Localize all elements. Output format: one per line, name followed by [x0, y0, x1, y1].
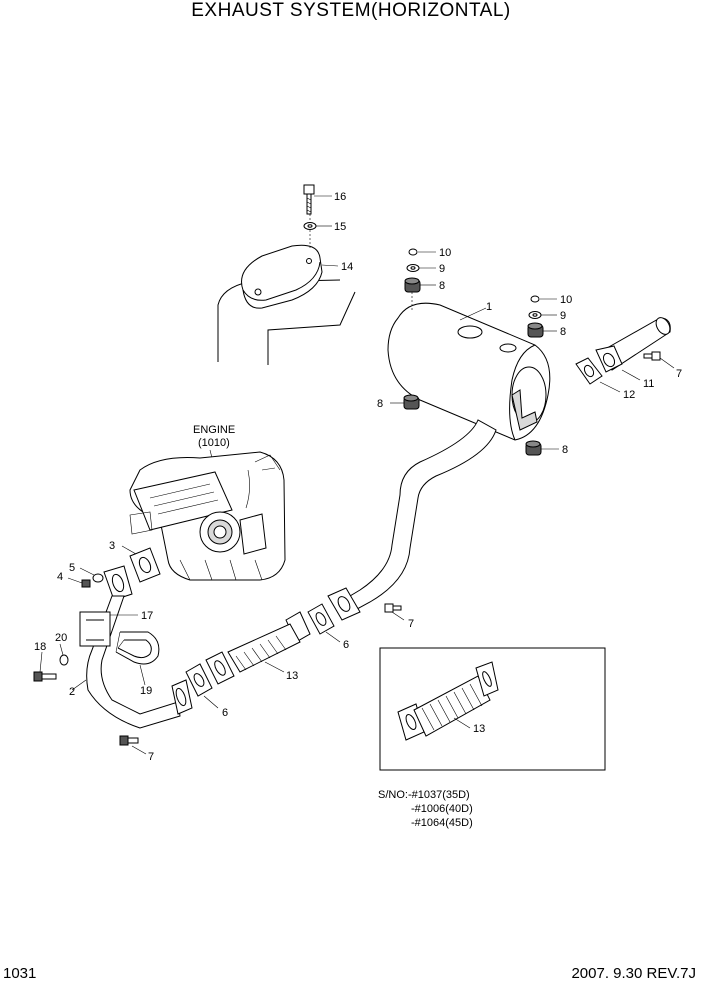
part-1-muffler[interactable]: [387, 302, 551, 441]
part-15-washer[interactable]: [303, 222, 317, 230]
part-13-flexpipe-alt[interactable]: [397, 661, 499, 741]
engine-ref: (1010): [198, 437, 230, 449]
part-16-bolt[interactable]: [303, 184, 315, 215]
callout-8-right: 8: [560, 326, 566, 338]
callout-18: 18: [34, 641, 46, 653]
part-13-flexpipe[interactable]: [205, 611, 311, 685]
page-number: 1031: [3, 965, 37, 982]
callout-2: 2: [69, 686, 75, 698]
part-11-tailpipe[interactable]: [595, 315, 673, 373]
callout-14: 14: [341, 261, 353, 273]
callout-13-alt: 13: [473, 723, 485, 735]
part-8-mount-bottom[interactable]: [525, 440, 542, 456]
exhaust-pipe-main[interactable]: [339, 419, 497, 615]
callout-11: 11: [643, 378, 654, 390]
callout-9-top: 9: [439, 263, 445, 275]
callout-6-upper: 6: [343, 639, 349, 651]
flange-pipe-lower[interactable]: [327, 587, 361, 621]
part-7-bolt-tailpipe[interactable]: [643, 351, 661, 361]
callout-7-tailpipe: 7: [676, 368, 682, 380]
callout-1: 1: [486, 301, 492, 313]
part-3-gasket[interactable]: [129, 547, 161, 583]
part-10-nut-right[interactable]: [530, 295, 540, 303]
callout-20: 20: [55, 632, 67, 644]
callout-5: 5: [69, 562, 75, 574]
callout-15: 15: [334, 221, 346, 233]
inset-box: [379, 647, 606, 771]
part-9-washer-right[interactable]: [528, 311, 542, 319]
callout-7-lower: 7: [408, 618, 414, 630]
part-19-ubolt[interactable]: [115, 631, 160, 665]
callout-8-bottom: 8: [562, 444, 568, 456]
part-5-washer[interactable]: [92, 573, 104, 583]
callout-8-top: 8: [439, 280, 445, 292]
part-7-bolt-lower[interactable]: [384, 603, 402, 613]
page-title: EXHAUST SYSTEM(HORIZONTAL): [191, 0, 511, 21]
engine-assembly: [129, 451, 286, 581]
callout-8-left: 8: [377, 398, 383, 410]
part-8-mount-right[interactable]: [527, 322, 544, 338]
callout-10-right: 10: [560, 294, 572, 306]
callout-13-main: 13: [286, 670, 298, 682]
part-8-mount-top[interactable]: [404, 277, 421, 293]
serial-note-1: S/NO:-#1037(35D): [378, 789, 470, 801]
part-8-mount-left[interactable]: [403, 394, 420, 410]
callout-9-right: 9: [560, 310, 566, 322]
part-18-bolt[interactable]: [33, 671, 57, 682]
serial-note-3: -#1064(45D): [411, 817, 473, 829]
callout-10-top: 10: [439, 247, 451, 259]
part-7-bolt-bottom[interactable]: [119, 735, 139, 746]
part-20-washer[interactable]: [59, 654, 69, 666]
callout-17: 17: [141, 610, 153, 622]
callout-12: 12: [623, 389, 635, 401]
part-12-gasket[interactable]: [575, 357, 603, 385]
part-4-nut[interactable]: [81, 579, 91, 588]
revision-date: 2007. 9.30 REV.7J: [571, 965, 696, 982]
callout-16: 16: [334, 191, 346, 203]
callout-19: 19: [140, 685, 152, 697]
part-14-cover[interactable]: [241, 244, 323, 309]
part-9-washer-top[interactable]: [406, 264, 420, 272]
part-10-nut-top[interactable]: [408, 248, 418, 256]
part-6-gasket-upper[interactable]: [307, 603, 335, 635]
callout-7-bottom: 7: [148, 751, 154, 763]
serial-note-2: -#1006(40D): [411, 803, 473, 815]
part-17-bracket[interactable]: [79, 611, 111, 647]
callout-3: 3: [109, 540, 115, 552]
part-6-gasket-lower[interactable]: [185, 663, 213, 697]
engine-label: ENGINE: [193, 424, 235, 436]
callout-4: 4: [57, 571, 63, 583]
callout-6-lower: 6: [222, 707, 228, 719]
part-2-frontpipe[interactable]: [86, 565, 193, 729]
